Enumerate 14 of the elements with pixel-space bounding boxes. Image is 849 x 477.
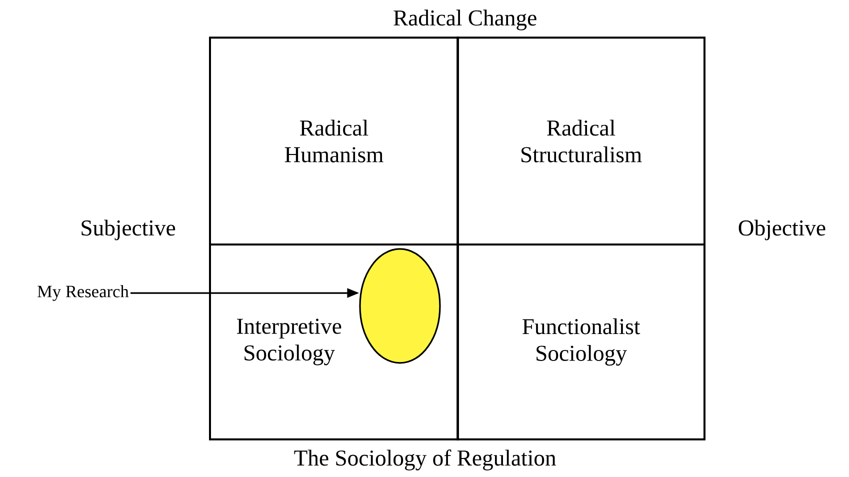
quadrant-box — [209, 36, 459, 246]
research-label: My Research — [37, 285, 129, 301]
quadrant-box — [456, 36, 706, 246]
quadrant-label: Functionalist Sociology — [522, 318, 640, 366]
axis-label: Radical Change — [394, 10, 536, 30]
quadrant-label: Radical Structuralism — [522, 120, 642, 162]
quadrant-label: Interpretive Sociology — [237, 318, 342, 366]
quadrant-label: Radical Humanism — [284, 120, 384, 162]
quadrant-box — [209, 244, 459, 440]
quadrant-box — [456, 244, 706, 440]
axis-label: Objective — [738, 220, 826, 240]
highlight-ellipse — [359, 248, 441, 364]
axis-label: Subjective — [82, 220, 176, 240]
axis-label: The Sociology of Regulation — [294, 450, 556, 470]
